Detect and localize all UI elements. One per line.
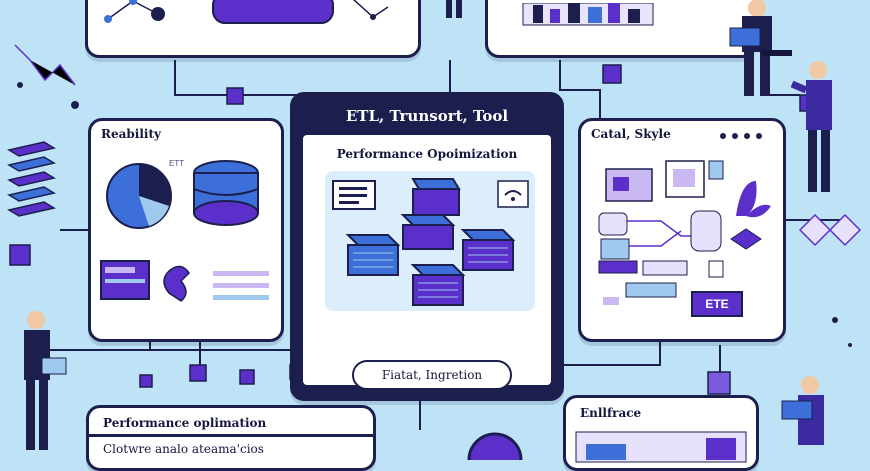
illustration-scene: Reability ETT ETL, Trunsort, Tool Perfor… [7,0,862,471]
center-panel-title: ETL, Trunsort, Tool [345,107,509,125]
bar-graphic [522,3,654,26]
center-panel-subtitle: Performance Opoimization [336,147,518,161]
bottom-left-panel: Performance oplimation Clotwre analo ate… [86,405,376,471]
person-right-pointing [790,61,832,192]
bottom-right-panel-title: Enllfrace [580,406,642,420]
right-panel-graphics [598,160,771,305]
connector-lines [9,44,862,433]
person-bottom-right-laptop [781,376,824,445]
right-panel-dots [720,133,762,139]
bottom-left-panel-divider [89,434,373,437]
top-right-panel [485,0,756,58]
top-left-panel [85,0,421,58]
person-top-left-partial [446,0,462,18]
left-panel: Reability ETT [88,118,284,342]
left-panel-graphics [100,160,269,302]
footer-action-button[interactable]: Fiatat, Ingretion [352,360,512,390]
left-chart-label: ETT [169,159,185,168]
center-panel: ETL, Trunsort, Tool Performance Opoimiza… [290,92,564,401]
center-panel-body: Performance Opoimization [303,135,551,385]
workflow-graphic [104,0,389,24]
bottom-left-panel-title: Performance oplimation [103,416,267,430]
bottom-right-graphic [575,431,747,463]
left-panel-title: Reability [101,127,161,141]
bottom-center-node [467,432,523,460]
right-panel: Catal, Skyle ETE [578,118,786,342]
person-left-tablet [24,311,67,450]
right-panel-tag: ETE [691,291,743,317]
right-panel-title: Catal, Skyle [591,127,671,141]
bottom-right-panel: Enllfrace [563,395,759,471]
person-top-right-laptop [729,0,792,96]
server-stack-graphic [325,171,535,311]
left-rack-decoration [7,141,56,217]
bottom-left-panel-body: Clotwre analo ateama'cios [103,442,264,456]
